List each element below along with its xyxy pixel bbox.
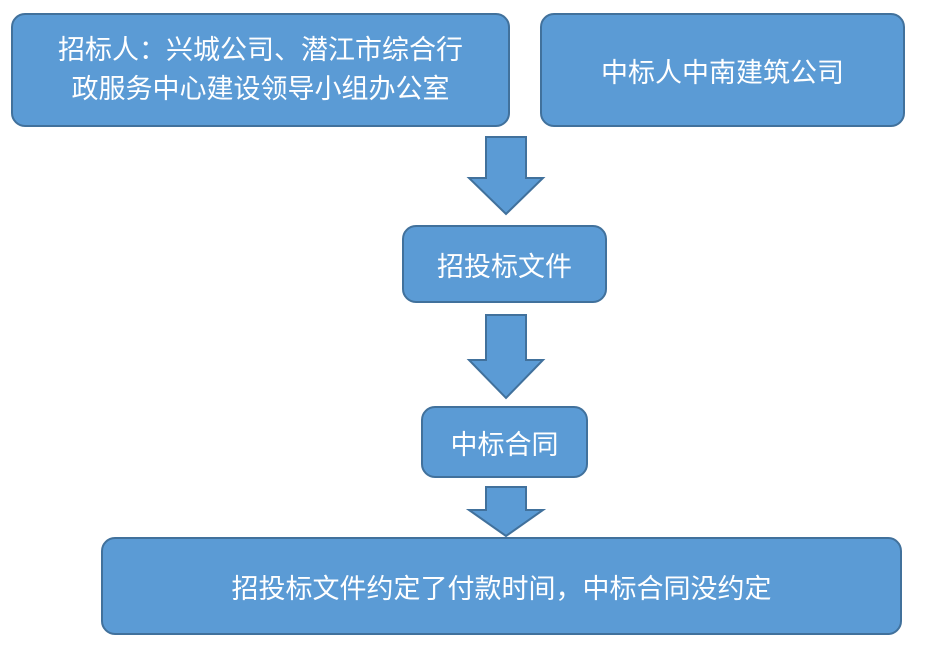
tender-docs-box: 招投标文件 (402, 225, 607, 303)
contract-label: 中标合同 (450, 429, 559, 461)
winner-box: 中标人中南建筑公司 (540, 13, 905, 127)
bidder-line-1: 招标人：兴城公司、潜江市综合行 (58, 35, 463, 66)
winner-label: 中标人中南建筑公司 (601, 57, 844, 89)
down-arrow-2 (466, 314, 546, 400)
down-arrow-1 (466, 136, 546, 216)
conclusion-box: 招投标文件约定了付款时间，中标合同没约定 (101, 537, 902, 635)
conclusion-label: 招投标文件约定了付款时间，中标合同没约定 (231, 573, 772, 605)
bidder-box: 招标人：兴城公司、潜江市综合行 政服务中心建设领导小组办公室 (11, 13, 510, 127)
contract-box: 中标合同 (421, 406, 588, 478)
bidder-line-2: 政服务中心建设领导小组办公室 (71, 74, 450, 105)
down-arrow-3 (465, 486, 547, 538)
tender-docs-label: 招投标文件 (437, 251, 572, 283)
bidder-text: 招标人：兴城公司、潜江市综合行 政服务中心建设领导小组办公室 (58, 31, 463, 109)
